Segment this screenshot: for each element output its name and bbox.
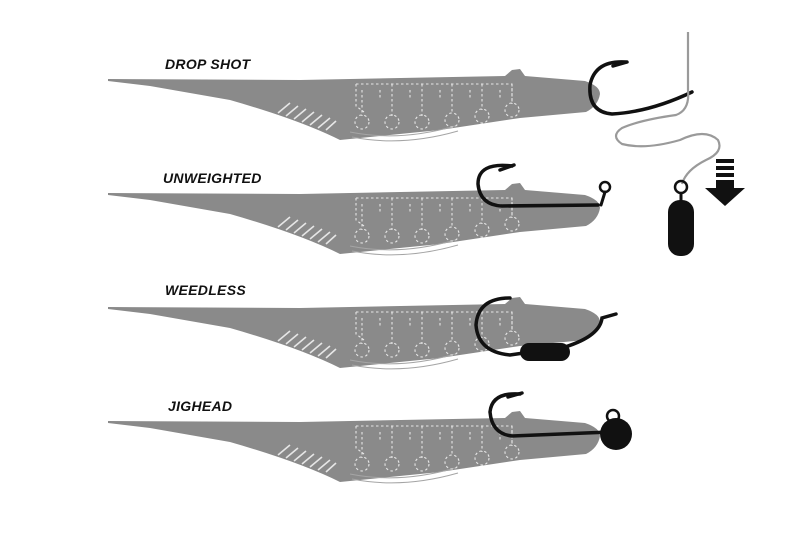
bait-unweighted [107,182,601,256]
down-arrow-icon [705,159,745,206]
hook-icon [488,391,612,438]
rig-label-jighead: JIGHEAD [168,398,233,414]
jighead-weight [600,408,632,450]
bait-drop-shot [107,68,601,142]
rig-label-unweighted: UNWEIGHTED [163,170,262,186]
hook-icon [474,296,618,357]
bait-jighead [107,410,601,484]
hook-icon [476,163,612,208]
hook-icon [588,60,694,116]
rig-label-drop-shot: DROP SHOT [165,56,251,72]
drop-shot-weight-icon [668,179,694,256]
rig-label-weedless: WEEDLESS [165,282,246,298]
weight-sinker [520,343,570,361]
fishing-line [614,32,721,185]
